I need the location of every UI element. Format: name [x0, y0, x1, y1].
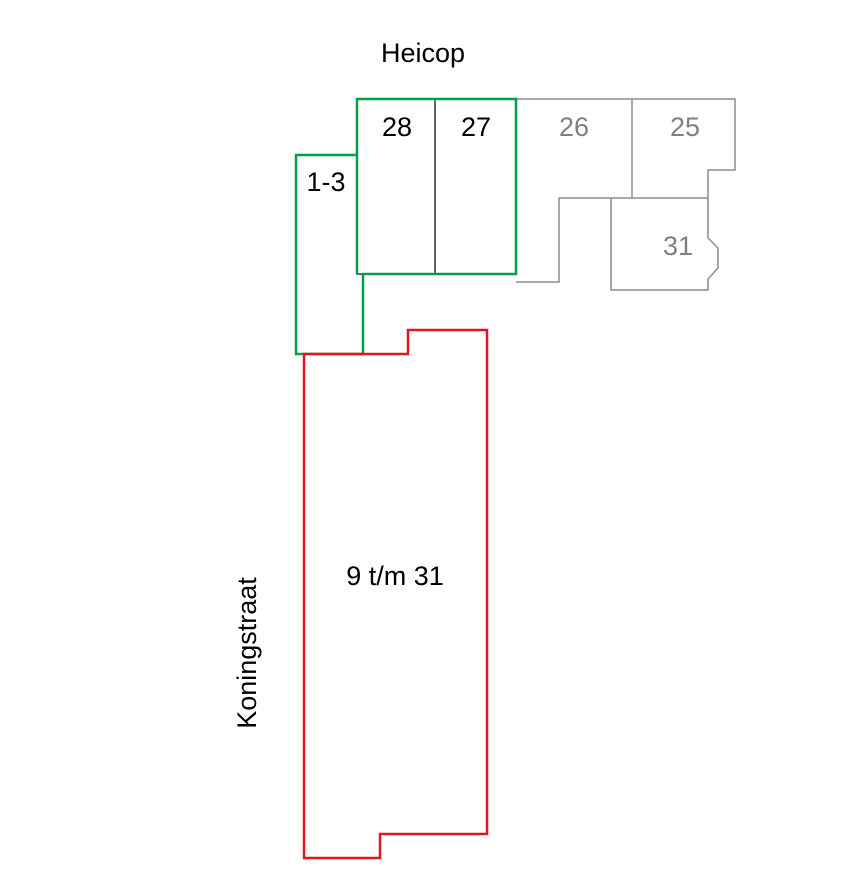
- parcel-label-26: 26: [559, 112, 589, 142]
- parcel-label-1-3: 1-3: [306, 167, 345, 197]
- red-parcel-outline: [302, 328, 489, 860]
- parcel-28-inner-edge: [356, 155, 516, 275]
- neighbour-parcels: [516, 98, 736, 291]
- parcel-label-9-tm-31: 9 t/m 31: [346, 561, 444, 591]
- parcel-label-25: 25: [670, 112, 700, 142]
- green-parcel-outline: [294, 97, 518, 356]
- parcel-label-27: 27: [461, 112, 491, 142]
- street-name-left: Koningstraat: [232, 577, 262, 729]
- parcel-label-31: 31: [663, 231, 693, 261]
- parcel-26-25-outline: [516, 98, 736, 291]
- street-name-top: Heicop: [381, 38, 465, 68]
- parcel-label-28: 28: [382, 112, 412, 142]
